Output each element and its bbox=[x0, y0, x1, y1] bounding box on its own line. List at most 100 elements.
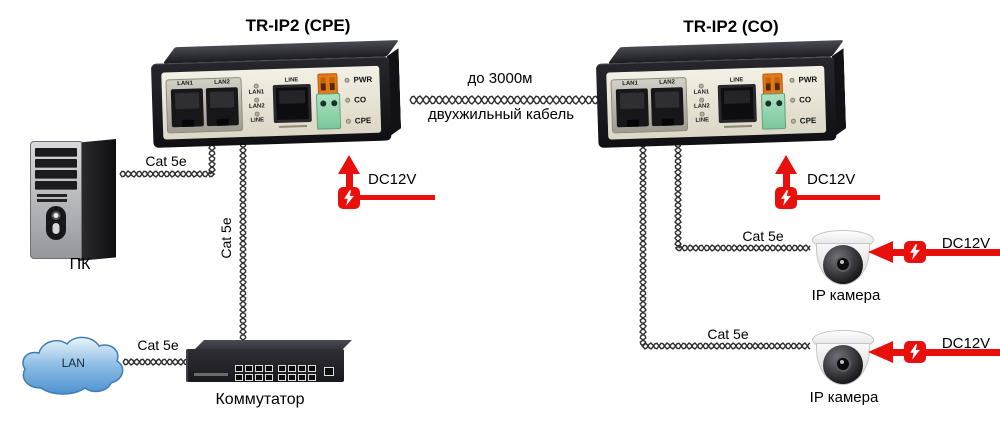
link-led-column: LAN1 LAN2 LINE bbox=[690, 82, 714, 125]
left-arrow-icon bbox=[868, 341, 893, 363]
cloud-shape bbox=[22, 336, 124, 395]
pwr-led bbox=[789, 77, 795, 83]
lan1-led bbox=[698, 83, 704, 89]
line-port-label: LINE bbox=[284, 76, 299, 84]
lan1-rj45-port bbox=[170, 87, 204, 127]
switch-label: Коммутатор bbox=[215, 391, 305, 408]
twisted-pair-cable bbox=[119, 141, 216, 178]
lan1-port-label: LAN1 bbox=[622, 80, 639, 87]
power-terminal bbox=[760, 72, 787, 130]
line-port-block: LINE bbox=[270, 76, 314, 128]
camera-lens bbox=[835, 356, 851, 372]
device-title-co: TR-IP2 (CO) bbox=[683, 17, 779, 36]
camera-dome bbox=[816, 343, 870, 385]
pwr-led-label: PWR bbox=[353, 74, 373, 85]
pc-front-face bbox=[30, 141, 82, 259]
lan2-led bbox=[699, 97, 705, 103]
lan1-led-label: LAN1 bbox=[248, 88, 265, 96]
device-front: LAN1 LAN2 LAN1 LAN2 LINE bbox=[150, 56, 392, 148]
cpe-led bbox=[345, 118, 351, 124]
line-rj45-port bbox=[717, 83, 757, 123]
pc-side-face bbox=[78, 139, 116, 261]
line-led-label: LINE bbox=[695, 116, 710, 124]
camera-glass bbox=[823, 245, 863, 284]
co-led-label: CO bbox=[354, 95, 367, 105]
power-feed-camera-bottom: DC12V bbox=[868, 331, 1000, 373]
pwr-led-label: PWR bbox=[798, 74, 818, 85]
lan-port-bezel: LAN1 LAN2 bbox=[165, 76, 244, 133]
power-cord-line bbox=[359, 195, 435, 200]
terminal-block-green bbox=[760, 92, 787, 130]
lan2-led bbox=[254, 97, 260, 103]
terminal-plug-orange bbox=[317, 72, 338, 95]
arrow-shaft bbox=[346, 172, 353, 189]
twisted-pair-cable bbox=[674, 141, 811, 252]
twisted-pair-cable bbox=[122, 358, 191, 366]
lightning-bolt-icon bbox=[344, 190, 354, 206]
power-feed-co: DC12V bbox=[775, 155, 895, 210]
arrow-shaft bbox=[892, 249, 1000, 256]
ip-camera-bottom-label: IP камера bbox=[809, 389, 879, 406]
device-panel: LAN1 LAN2 LAN1 LAN2 LINE bbox=[161, 65, 382, 140]
power-terminal bbox=[315, 72, 342, 130]
link-led-column: LAN1 LAN2 LINE bbox=[245, 82, 269, 125]
terminal-plug-orange bbox=[762, 72, 783, 95]
panel-slot bbox=[723, 124, 753, 128]
device-panel: LAN1 LAN2 LAN1 LAN2 LINE bbox=[606, 65, 827, 140]
lan1-rj45-port bbox=[615, 87, 649, 127]
link-cable-type-label: двухжильный кабель bbox=[427, 106, 575, 123]
line-rj45-port bbox=[272, 83, 312, 123]
device-tr-ip2-co: LAN1 LAN2 LAN1 LAN2 LINE bbox=[595, 40, 846, 150]
lan2-led-label: LAN2 bbox=[693, 102, 710, 110]
line-led-label: LINE bbox=[250, 116, 265, 124]
ethernet-switch bbox=[186, 340, 352, 390]
terminal-block-green bbox=[315, 92, 342, 130]
power-plug-box bbox=[904, 341, 926, 363]
power-plug-box bbox=[338, 187, 360, 209]
switch-print-text bbox=[194, 373, 228, 376]
device-front: LAN1 LAN2 LAN1 LAN2 LINE bbox=[595, 56, 837, 148]
co-led-label: CO bbox=[799, 95, 812, 105]
dc12v-label-camera-bottom: DC12V bbox=[941, 335, 991, 352]
cat5e-label-camera-top: Cat 5e bbox=[742, 228, 784, 244]
switch-port-groups bbox=[235, 365, 316, 381]
ip-camera-bottom bbox=[810, 330, 876, 390]
lan2-led-label: LAN2 bbox=[248, 102, 265, 110]
power-feed-camera-top: DC12V bbox=[868, 231, 1000, 273]
line-port-block: LINE bbox=[715, 76, 759, 128]
twisted-pair-cable bbox=[119, 141, 216, 178]
lan2-rj45-port bbox=[650, 86, 684, 126]
line-led bbox=[254, 111, 260, 117]
line-port-label: LINE bbox=[729, 76, 744, 84]
twisted-pair-cable bbox=[409, 95, 601, 105]
cat5e-label-cloud: Cat 5e bbox=[137, 337, 179, 353]
lightning-bolt-icon bbox=[781, 190, 791, 206]
camera-lens bbox=[835, 256, 851, 272]
pc-power-button bbox=[46, 206, 66, 240]
power-plug-box bbox=[904, 241, 926, 263]
cpe-led-label: CPE bbox=[799, 115, 817, 126]
arrow-shaft bbox=[783, 172, 790, 189]
ip-camera-top bbox=[810, 230, 876, 290]
ip-camera-top-label: IP камера bbox=[811, 287, 881, 304]
camera-glass bbox=[823, 345, 863, 384]
lan-cloud: LAN bbox=[15, 326, 127, 398]
lightning-bolt-icon bbox=[910, 344, 920, 360]
device-tr-ip2-cpe: LAN1 LAN2 LAN1 LAN2 LINE bbox=[150, 40, 401, 150]
link-distance-label: до 3000м bbox=[467, 70, 533, 87]
twisted-pair-cable bbox=[239, 141, 247, 348]
cat5e-label-pc: Cat 5e bbox=[145, 153, 187, 169]
up-arrow-icon bbox=[775, 155, 797, 174]
pc-label: ПК bbox=[69, 256, 91, 273]
dc12v-label-camera-top: DC12V bbox=[941, 235, 991, 252]
power-cord-line bbox=[796, 195, 880, 200]
lan2-rj45-port bbox=[205, 86, 239, 126]
lan2-port-label: LAN2 bbox=[214, 78, 230, 86]
twisted-pair-cable bbox=[409, 95, 601, 105]
status-led-column: PWR CO CPE bbox=[787, 71, 822, 128]
twisted-pair-cable bbox=[639, 141, 811, 350]
lan2-port-label: LAN2 bbox=[659, 78, 675, 86]
switch-uplink-port bbox=[324, 367, 334, 376]
co-led bbox=[345, 97, 351, 103]
